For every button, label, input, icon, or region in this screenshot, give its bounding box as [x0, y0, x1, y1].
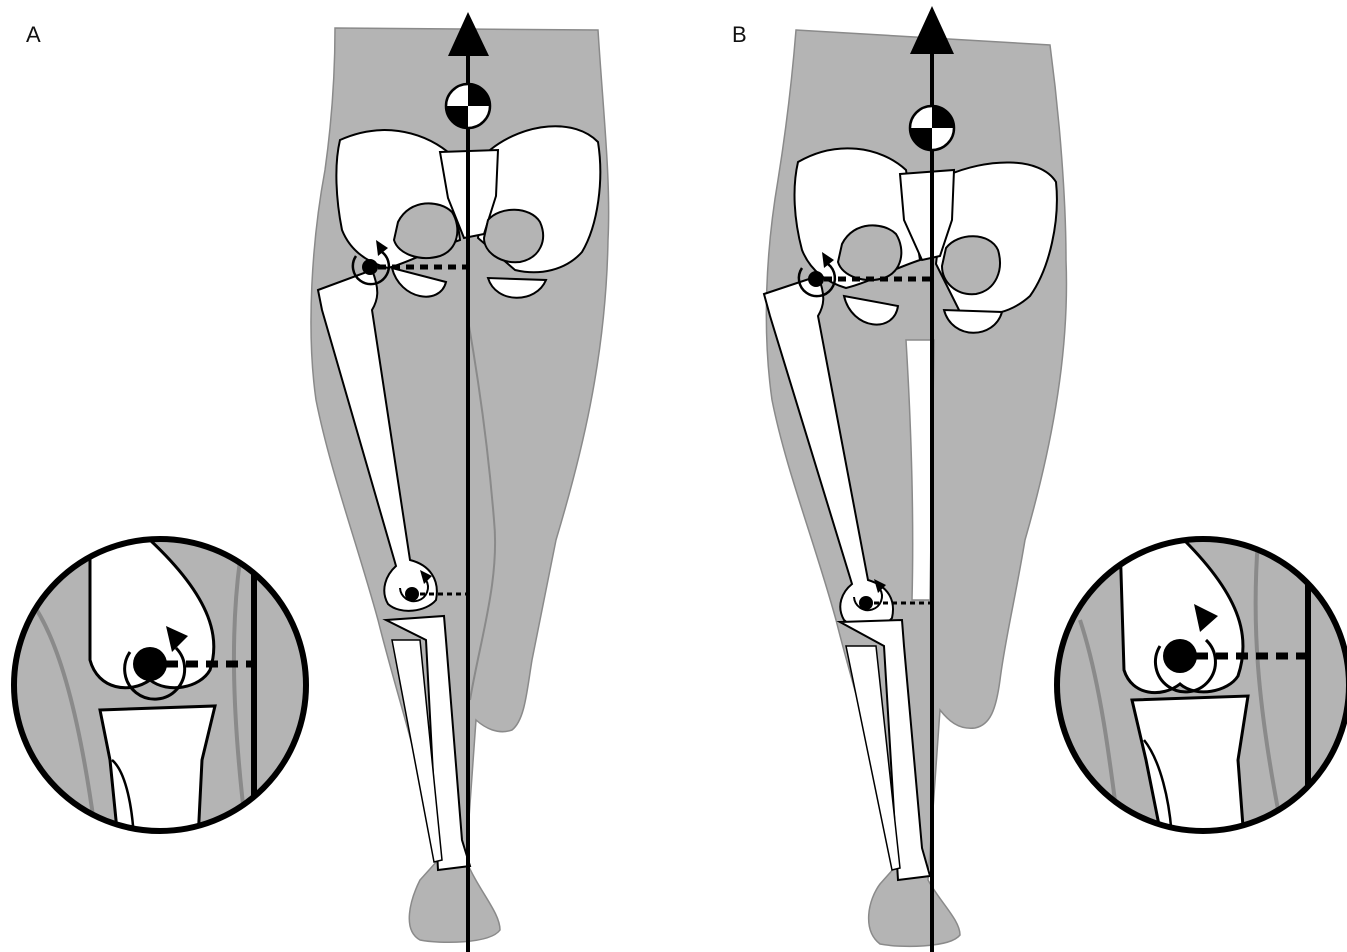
hip-joint-center-b	[808, 271, 824, 287]
panel-b	[764, 6, 1066, 952]
center-of-mass-icon	[910, 106, 954, 150]
obturator-right-b	[942, 236, 1000, 294]
hip-joint-center-a	[362, 259, 378, 275]
panel-a	[311, 12, 609, 952]
obturator-right-a	[484, 210, 543, 262]
center-of-mass-icon	[446, 84, 490, 128]
arrow-up-icon	[910, 6, 954, 54]
knee-magnifier-b	[1057, 539, 1347, 840]
knee-magnifier-a	[14, 530, 306, 840]
